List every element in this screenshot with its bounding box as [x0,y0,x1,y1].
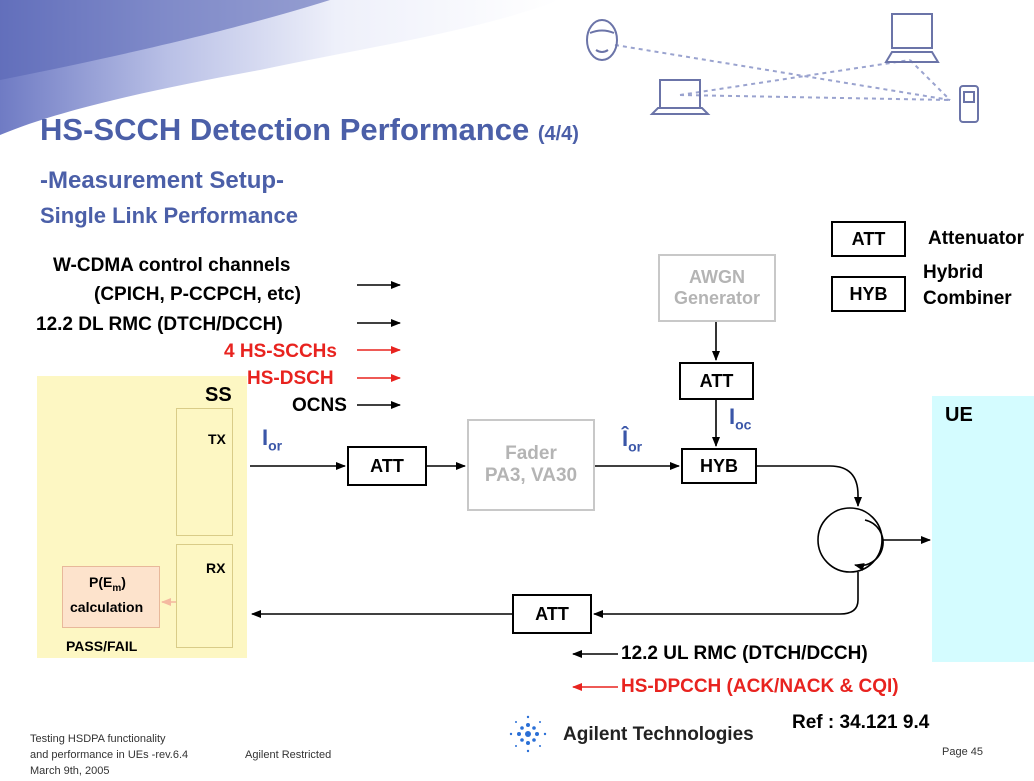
rx-label: RX [206,560,226,576]
company-name: Agilent Technologies [563,724,754,745]
ior-main: I [262,425,269,450]
page-number: Page 45 [942,746,983,758]
channel-ocns: OCNS [292,395,347,416]
footer-line2: and performance in UEs -rev.6.4 [30,749,189,761]
channel-dl-rmc: 12.2 DL RMC (DTCH/DCCH) [36,314,283,335]
tx-block [176,408,233,536]
channel-hs-scch: 4 HS-SCCHs [224,341,337,362]
header-banner [0,0,560,135]
arrow-hyb-circulator [757,465,862,507]
ior-hat-sub: or [628,438,643,455]
channel-hs-dsch: HS-DSCH [247,368,334,389]
ior-sub: or [268,437,283,454]
ioc-label: Ioc [729,404,751,432]
slide-subtitle-2: Single Link Performance [40,203,298,228]
slide-title: HS-SCCH Detection Performance (4/4) [40,112,579,148]
calc-text-end: ) [121,574,126,590]
calc-sub: m [112,582,122,594]
computer-icon [884,13,940,63]
fader-block: Fader PA3, VA30 [467,419,595,511]
calc-label-2: calculation [70,599,144,615]
rx-block [176,544,233,648]
ue-block [932,396,1034,662]
reference: Ref : 34.121 9.4 [792,712,930,733]
slide-subtitle: -Measurement Setup- [40,167,285,194]
title-suffix: (4/4) [537,123,579,145]
laptop-icon [649,79,711,115]
network-decoration [586,13,979,123]
ior-hat-label: Îor [622,426,642,454]
ioc-sub: oc [735,416,752,433]
awgn-line1: AWGN [689,267,745,287]
calc-text-start: P(E [89,574,113,590]
legend-att-box: ATT [831,221,906,257]
arrow-circulator-att [593,572,859,618]
title-text: HS-SCCH Detection Performance [40,112,530,147]
passfail-label: PASS/FAIL [66,638,138,654]
fader-line1: Fader [505,443,557,464]
legend-hyb-text-2: Combiner [923,288,1012,309]
channel-ctrl-line1: W-CDMA control channels [53,255,291,276]
tx-label: TX [208,431,226,447]
legend-hyb-text-1: Hybrid [923,262,984,283]
channel-ctrl-line2: (CPICH, P-CCPCH, etc) [94,284,301,305]
circulator-arrow [854,519,884,571]
legend-att-text: Attenuator [928,228,1025,249]
ss-label: SS [205,384,232,406]
agilent-logo-icon [509,715,547,753]
awgn-line2: Generator [673,288,761,308]
phone-icon [959,85,979,123]
calc-label-1: P(Em) [89,574,126,594]
att-rx: ATT [512,594,592,634]
ior-label: Ior [262,425,282,453]
calc-block [62,566,160,628]
att-awgn: ATT [679,362,754,400]
face-icon [586,19,618,61]
ioc-main: I [729,404,736,429]
hyb-block: HYB [681,448,757,484]
uplink-hs-dpcch: HS-DPCCH (ACK/NACK & CQI) [621,676,899,697]
footer-restricted: Agilent Restricted [245,749,332,761]
footer-line1: Testing HSDPA functionality [30,733,166,745]
legend-hyb-box: HYB [831,276,906,312]
att-tx: ATT [347,446,427,486]
ior-hat-main: Î [622,426,629,451]
fader-line2: PA3, VA30 [484,465,578,486]
footer-line3: March 9th, 2005 [30,765,110,777]
uplink-ul-rmc: 12.2 UL RMC (DTCH/DCCH) [621,643,868,664]
awgn-generator: AWGN Generator [658,254,776,322]
ue-label: UE [945,404,973,426]
